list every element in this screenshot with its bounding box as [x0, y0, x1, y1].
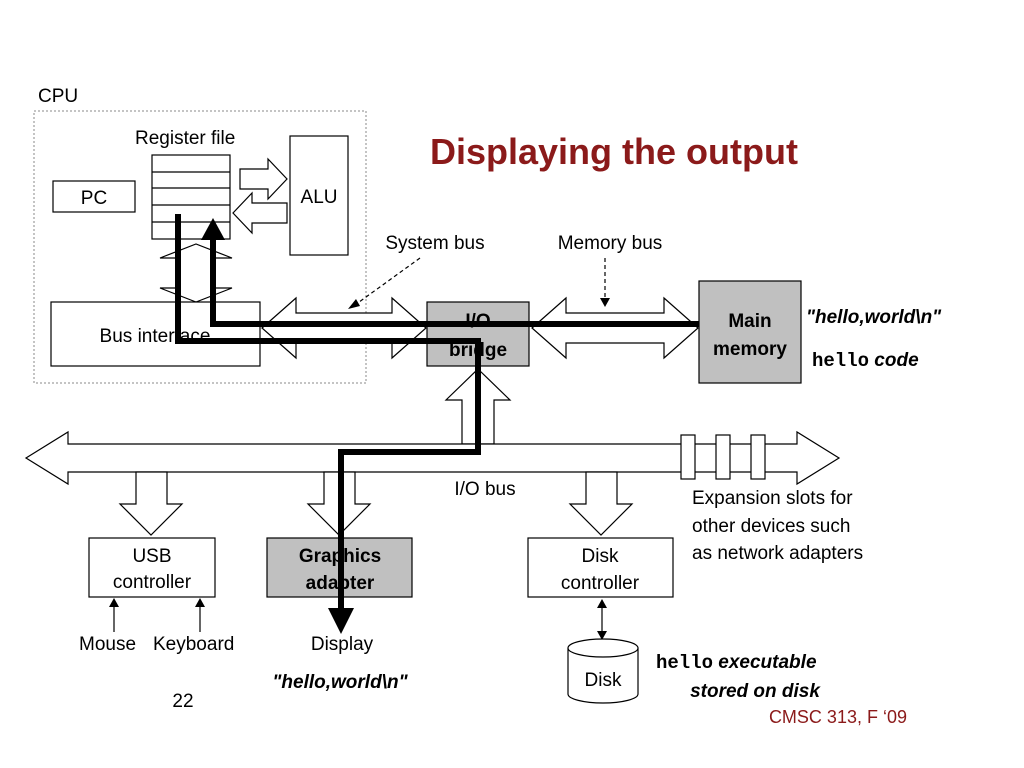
memory-to-register-path — [210, 236, 699, 327]
disk-note-line2: stored on disk — [690, 681, 821, 702]
system-bus-arrow — [261, 296, 427, 360]
alu — [289, 135, 349, 256]
disk-controller — [527, 537, 674, 598]
main-memory-line1: Main — [728, 311, 771, 332]
system-bus-pointer-head — [348, 299, 360, 309]
system-bus-pointer — [354, 257, 421, 306]
course-footer: CMSC 313, F ‘09 — [769, 707, 907, 727]
expansion-line3: as network adapters — [692, 543, 863, 564]
cpu-boundary — [33, 110, 367, 384]
iobus-to-disk-arrow — [568, 471, 634, 536]
pc-register — [52, 180, 136, 213]
register-to-display-path — [175, 214, 481, 612]
display-output: "hello,world\n" — [272, 672, 408, 693]
regfile-to-alu-arrow — [239, 157, 288, 201]
memory-string: "hello,world\n" — [806, 307, 942, 328]
expansion-slots — [680, 434, 766, 480]
disk — [567, 638, 639, 704]
register-arrowhead — [201, 218, 225, 240]
alu-to-regfile-arrow — [232, 191, 288, 235]
main-memory — [698, 280, 802, 384]
bus-interface — [50, 301, 261, 367]
usb-line1: USB — [132, 546, 171, 567]
display-arrowhead — [328, 608, 354, 634]
keyboard-label: Keyboard — [153, 634, 234, 655]
register-file — [151, 154, 231, 240]
disk-ctrl-line2: controller — [561, 573, 640, 594]
slide-title: Displaying the output — [430, 131, 798, 172]
usb-controller — [88, 537, 216, 598]
alu-label: ALU — [301, 187, 338, 208]
pc-label: PC — [81, 188, 107, 209]
iobus-to-usb-arrow — [118, 471, 184, 536]
main-memory-line2: memory — [713, 339, 787, 360]
disk-label: Disk — [585, 670, 622, 691]
usb-line2: controller — [113, 572, 192, 593]
system-bus-label: System bus — [385, 233, 484, 254]
register-file-label: Register file — [135, 128, 235, 149]
memory-bus-arrow — [531, 296, 699, 360]
disk-ctrl-line1: Disk — [582, 546, 619, 567]
memory-code: hello code — [812, 350, 919, 372]
page-number: 22 — [172, 691, 193, 712]
expansion-line2: other devices such — [692, 516, 850, 537]
expansion-line1: Expansion slots for — [692, 488, 853, 509]
cpu-label: CPU — [38, 86, 78, 107]
display-label: Display — [311, 634, 374, 655]
memory-bus-pointer-head — [600, 298, 610, 307]
io-bus — [24, 430, 841, 486]
io-bus-label: I/O bus — [454, 479, 515, 500]
memory-bus-label: Memory bus — [558, 233, 663, 254]
disk-note-line1: hello executable — [656, 652, 817, 674]
regfile-busif-arrow — [159, 243, 233, 303]
mouse-label: Mouse — [79, 634, 136, 655]
